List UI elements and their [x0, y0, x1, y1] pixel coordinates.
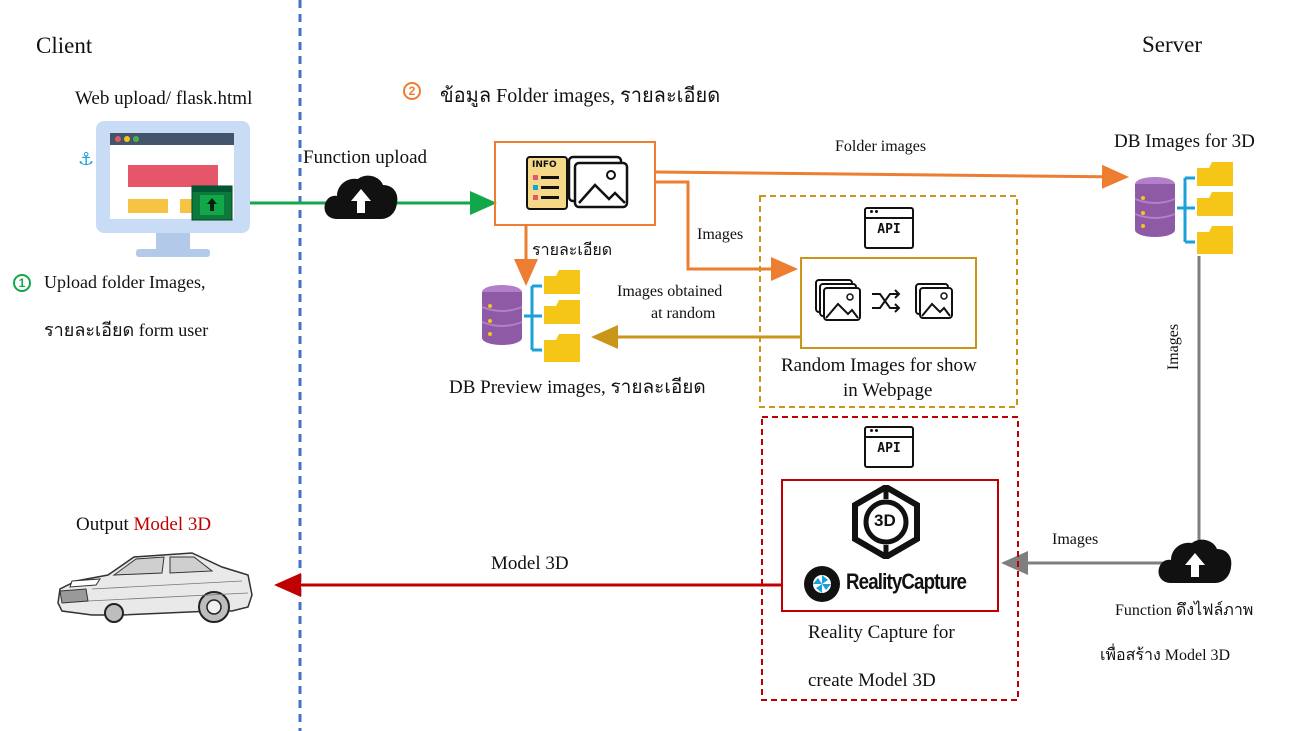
reality-3d-text: 3D	[874, 511, 896, 530]
server-label: Server	[1142, 32, 1203, 57]
cloud-upload-icon	[324, 175, 398, 219]
db-preview-label: DB Preview images, รายละเอียด	[449, 377, 706, 398]
images-orange-label: Images	[697, 226, 744, 243]
images-vertical-label: Images	[1165, 323, 1183, 371]
random-shuffle-icon	[815, 279, 953, 321]
folder-images-arrow	[654, 164, 1129, 189]
reality-3d-logo-icon	[852, 485, 920, 559]
cloud-pull-icon	[1158, 539, 1232, 583]
api-icon-reality: API	[864, 426, 914, 468]
web-upload-label: Web upload/ flask.html	[75, 88, 253, 109]
output-label-highlight: Model 3D	[133, 514, 212, 535]
random-images-box	[800, 257, 977, 349]
info-icon-text: INFO	[532, 160, 557, 170]
step2-text: ข้อมูล Folder images, รายละเอียด	[440, 85, 721, 107]
random-label-line1: Images obtained	[617, 283, 723, 300]
db-images-3d-label: DB Images for 3D	[1114, 131, 1255, 152]
car-model-3d-icon	[57, 552, 253, 623]
db-preview-icon	[481, 270, 580, 362]
api-icon-random: API	[864, 207, 914, 249]
reality-line1: Reality Capture for	[808, 622, 955, 643]
random-api-dashed-box	[759, 195, 1018, 408]
images-to-random-arrow	[655, 180, 798, 281]
step2-badge: 2	[403, 82, 421, 100]
monitor-upload-icon	[96, 121, 250, 257]
reality-capture-logo-text: RealityCapture	[846, 569, 967, 594]
api-label-reality: API	[877, 441, 901, 456]
folder-images-label: Folder images	[835, 138, 927, 155]
function-pull-line2: เพื่อสร้าง Model 3D	[1100, 647, 1231, 664]
random-images-line2: in Webpage	[843, 380, 933, 401]
anchor-icon: ⚓	[78, 149, 95, 170]
db-images-3d-icon	[1134, 162, 1233, 254]
model3d-arrow-label: Model 3D	[491, 553, 569, 574]
function-pull-line1: Function ดึงไฟล์ภาพ	[1115, 602, 1254, 619]
step1-line1: Upload folder Images,	[44, 272, 206, 292]
upload-data-box	[494, 141, 656, 226]
reality-capture-box	[781, 479, 999, 612]
random-label-line2: at random	[651, 305, 716, 322]
random-images-line1: Random Images for show	[781, 355, 977, 376]
output-label-prefix: Output	[76, 514, 134, 535]
reality-aperture-icon	[804, 566, 840, 602]
api-label-random: API	[877, 222, 901, 237]
images-gray-label: Images	[1052, 531, 1099, 548]
output-label: Output Model 3D	[76, 514, 211, 536]
step1-badge: 1	[13, 274, 31, 292]
details-label: รายละเอียด	[532, 242, 613, 259]
reality-line2: create Model 3D	[808, 670, 936, 691]
step1-line2: รายละเอียด form user	[44, 320, 209, 340]
info-images-icon	[526, 155, 629, 210]
client-label: Client	[36, 33, 93, 58]
function-upload-label: Function upload	[303, 147, 428, 168]
